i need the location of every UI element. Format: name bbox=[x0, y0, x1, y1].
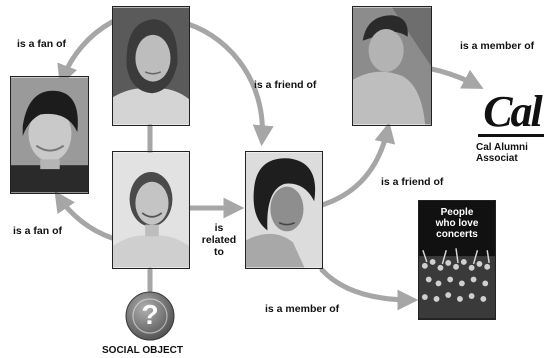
question-mark-icon bbox=[125, 291, 175, 341]
woman-photo-icon bbox=[246, 152, 322, 268]
label-member-of-bottom: is a member of bbox=[265, 303, 340, 315]
man-photo[interactable] bbox=[352, 6, 432, 126]
arrow-member-of-bottom bbox=[319, 267, 419, 311]
arc-fan-of-top bbox=[57, 19, 115, 86]
label-fan-of-bottom: is a fan of bbox=[13, 225, 63, 237]
arc-fan-of-bottom bbox=[54, 190, 115, 241]
cal-logo-wordmark: Cal bbox=[483, 87, 543, 136]
man-photo-icon bbox=[353, 7, 431, 125]
boy-photo-icon bbox=[11, 77, 88, 193]
label-friend-of-top: is a friend of bbox=[254, 79, 317, 91]
cal-logo-underline bbox=[478, 134, 544, 137]
concert-poster[interactable]: People who love concerts bbox=[418, 200, 496, 320]
arc-friend-of-top bbox=[185, 21, 274, 147]
concert-crowd-icon bbox=[419, 201, 495, 319]
social-object-caption: SOCIAL OBJECT bbox=[102, 345, 183, 356]
girl-center-photo[interactable] bbox=[112, 151, 190, 269]
cal-alumni-logo[interactable]: Cal Cal Alumni Associat bbox=[472, 82, 544, 172]
cal-logo-caption: Cal Alumni Associat bbox=[476, 142, 528, 164]
girl-center-photo-icon bbox=[113, 152, 189, 268]
arrow-friend-of-right bbox=[319, 121, 396, 208]
woman-photo[interactable] bbox=[245, 151, 323, 269]
social-object-node[interactable]: ? bbox=[124, 290, 176, 342]
label-member-of-top: is a member of bbox=[460, 40, 535, 52]
label-related-to: is related to bbox=[201, 222, 237, 258]
concert-poster-title: People who love concerts bbox=[435, 207, 479, 240]
girl-top-photo-icon bbox=[113, 7, 189, 125]
label-friend-of-right: is a friend of bbox=[381, 176, 444, 188]
social-object-symbol: ? bbox=[141, 299, 159, 330]
boy-photo[interactable] bbox=[10, 76, 89, 194]
label-fan-of-top: is a fan of bbox=[17, 38, 67, 50]
girl-top-photo[interactable] bbox=[112, 6, 190, 126]
